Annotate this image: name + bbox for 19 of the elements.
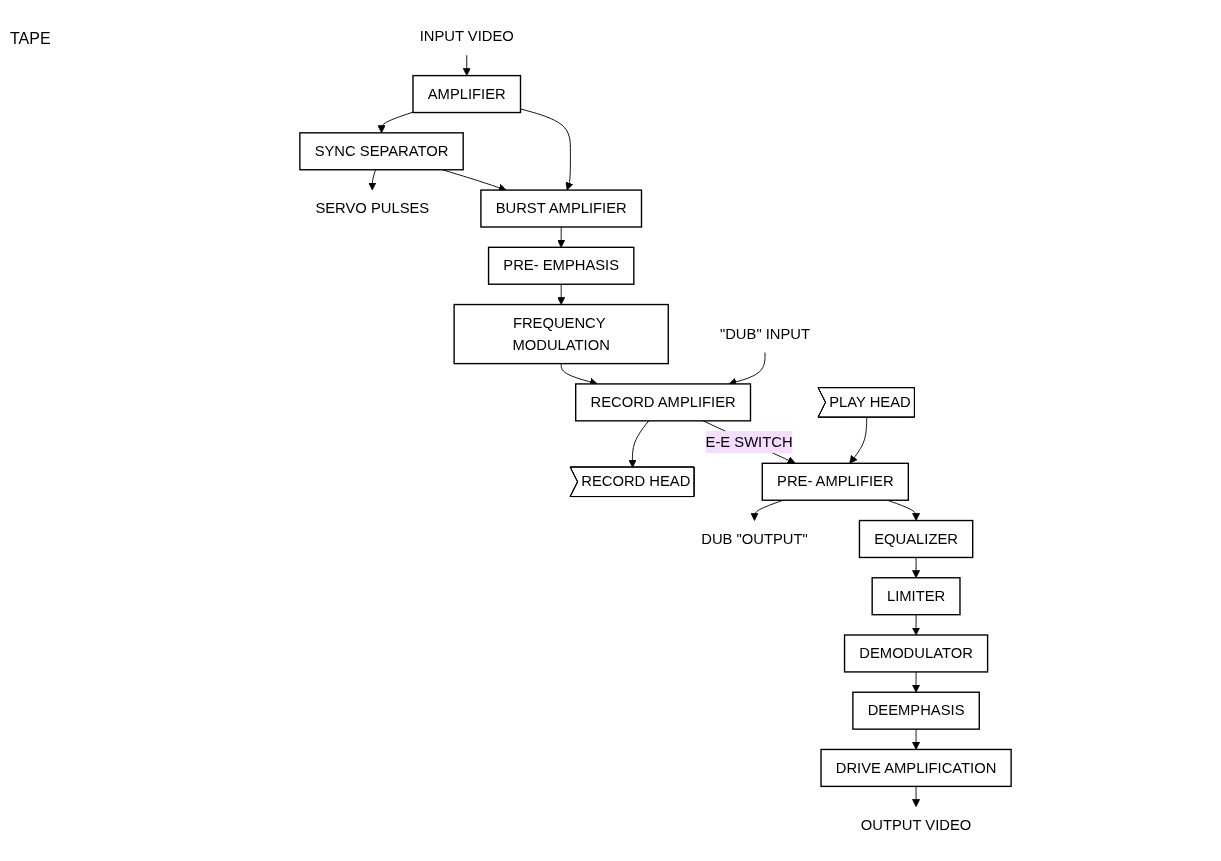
edge-label: E-E SWITCH — [705, 433, 793, 449]
node-box: AMPLIFIER — [412, 74, 522, 113]
node-box: RECORD AMPLIFIER — [575, 382, 752, 422]
node-box: FREQUENCY MODULATION — [453, 303, 669, 364]
node-text: DUB "OUTPUT" — [701, 530, 808, 546]
tape-label: TAPE — [10, 30, 52, 48]
node-box: SYNC SEPARATOR — [299, 131, 464, 170]
node-box: PRE- EMPHASIS — [487, 246, 635, 285]
node-text: INPUT VIDEO — [419, 28, 514, 44]
node-box: DRIVE AMPLIFICATION — [820, 748, 1012, 787]
node-box: BURST AMPLIFIER — [480, 188, 643, 228]
node-text: OUTPUT VIDEO — [860, 816, 972, 833]
node-text: "DUB" INPUT — [719, 325, 811, 341]
node-box: LIMITER — [871, 576, 961, 615]
node-box: EQUALIZER — [858, 519, 974, 558]
node-box: DEMODULATOR — [843, 633, 989, 673]
node-text: SERVO PULSES — [315, 199, 430, 216]
node-box: DEEMPHASIS — [852, 691, 980, 730]
node-box: PRE- AMPLIFIER — [761, 462, 910, 501]
